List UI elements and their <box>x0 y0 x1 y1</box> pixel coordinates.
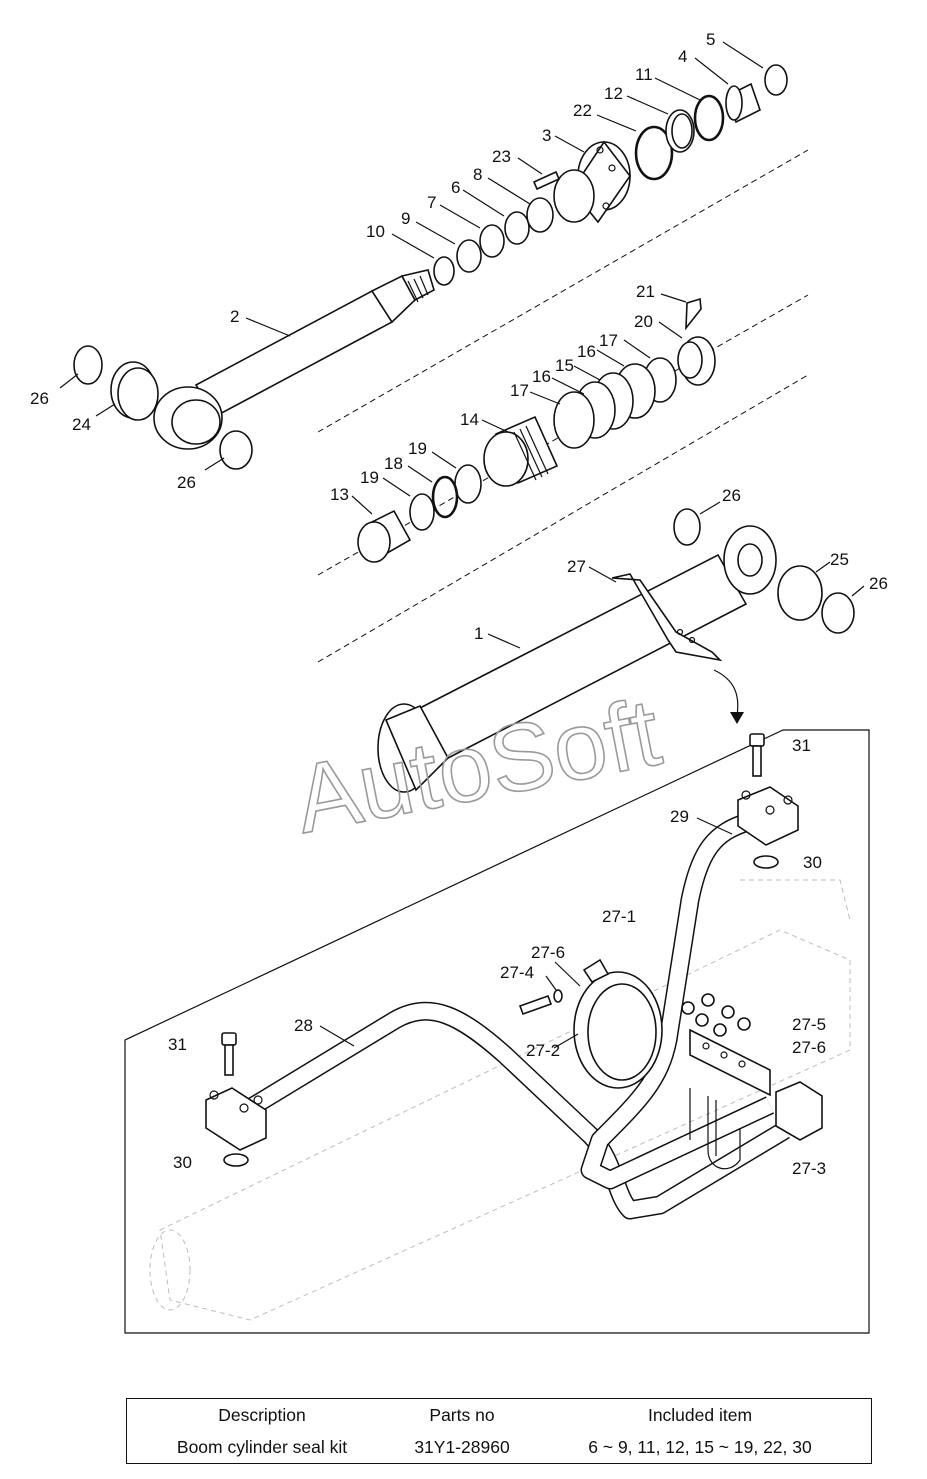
callout-15: 15 <box>555 356 574 375</box>
flange-top-right <box>737 786 799 846</box>
detail-arrow <box>713 669 739 717</box>
pipe-28 <box>245 1001 790 1220</box>
callout-31a: 31 <box>792 736 811 755</box>
callout-18: 18 <box>384 454 403 473</box>
callout-21: 21 <box>636 282 655 301</box>
cushion-ring-13 <box>357 509 412 563</box>
callout-25: 25 <box>830 550 849 569</box>
oring-11 <box>693 94 725 142</box>
callout-22: 22 <box>573 101 592 120</box>
cell-included-item: 6 ~ 9, 11, 12, 15 ~ 19, 22, 30 <box>588 1437 812 1457</box>
detail-arrowhead <box>730 712 744 724</box>
leader-lines <box>59 41 865 1049</box>
callout-2: 2 <box>230 307 239 326</box>
callout-13: 13 <box>330 485 349 504</box>
oring-22 <box>634 125 674 181</box>
rod-dust-ring-26 <box>73 345 253 470</box>
clamp-27-2 <box>573 958 663 1089</box>
ring-5 <box>764 64 788 96</box>
header-parts-no: Parts no <box>429 1405 495 1425</box>
callout-27: 27 <box>567 557 586 576</box>
seal-kit-table: Description Parts no Included item Boom … <box>126 1398 872 1464</box>
oring-30-left <box>223 1153 249 1167</box>
callout-27-3: 27-3 <box>792 1159 826 1178</box>
callout-23: 23 <box>492 147 511 166</box>
callout-6: 6 <box>451 178 460 197</box>
callout-14: 14 <box>460 410 479 429</box>
callout-7: 7 <box>427 193 436 212</box>
piston-rings-15-16-17 <box>553 357 677 449</box>
cell-description: Boom cylinder seal kit <box>176 1437 348 1457</box>
ghost-cylinder <box>149 879 851 1321</box>
bolt-31-top <box>749 733 765 777</box>
callout-26d: 26 <box>869 574 888 593</box>
callout-9: 9 <box>401 209 410 228</box>
rod-seal-rings <box>433 197 554 286</box>
callout-28: 28 <box>294 1016 313 1035</box>
callout-27-6a: 27-6 <box>531 943 565 962</box>
pipe-29 <box>580 812 775 1190</box>
piston-rod <box>153 269 435 450</box>
bushing-4 <box>725 82 761 124</box>
bolt-23 <box>532 170 561 191</box>
callout-30a: 30 <box>803 853 822 872</box>
callout-17b: 17 <box>599 331 618 350</box>
seal-kit-data-row: Boom cylinder seal kit 31Y1-28960 6 ~ 9,… <box>127 1435 871 1465</box>
callout-27-6b: 27-6 <box>792 1038 826 1057</box>
flange-block-right <box>775 1081 823 1141</box>
callout-19a: 19 <box>360 468 379 487</box>
piston-nut-20-and-set-screw-21 <box>677 297 716 386</box>
piston-14 <box>483 415 559 487</box>
callout-19b: 19 <box>408 439 427 458</box>
cylinder-tube-1 <box>377 525 777 793</box>
header-description: Description <box>218 1405 306 1425</box>
cell-parts-no: 31Y1-28960 <box>414 1437 510 1457</box>
tube-end-bushing-25-and-rings <box>673 508 855 634</box>
pipe-clamp-27 <box>611 573 723 662</box>
callout-26b: 26 <box>177 473 196 492</box>
callout-27-1: 27-1 <box>602 907 636 926</box>
header-included-item: Included item <box>647 1405 753 1425</box>
rod-cover-3 <box>553 140 631 224</box>
callout-24: 24 <box>72 415 91 434</box>
callout-10: 10 <box>366 222 385 241</box>
callout-29: 29 <box>670 807 689 826</box>
bracket-plate-27-1 <box>689 1028 771 1097</box>
callout-8: 8 <box>473 165 482 184</box>
callout-12: 12 <box>604 84 623 103</box>
callout-11: 11 <box>635 65 653 84</box>
clamp-bolt-27-4 <box>518 989 563 1016</box>
seal-kit-header-row: Description Parts no Included item <box>127 1403 871 1433</box>
callout-16b: 16 <box>577 342 596 361</box>
callout-26a: 26 <box>30 389 49 408</box>
callout-26c: 26 <box>722 486 741 505</box>
piston-seals-18-19 <box>409 464 482 531</box>
callout-4: 4 <box>678 47 687 66</box>
oring-30-top <box>753 855 779 869</box>
callout-27-4: 27-4 <box>500 963 534 982</box>
ring-12 <box>665 109 695 153</box>
callout-5: 5 <box>706 30 715 49</box>
callout-labels: 1 2 3 4 5 6 7 8 9 10 11 12 13 14 15 16 1… <box>30 30 888 1178</box>
callout-30b: 30 <box>173 1153 192 1172</box>
u-bolts-27-3 <box>689 1088 741 1170</box>
nuts-27-5-27-6 <box>681 993 751 1037</box>
bolt-31-left <box>221 1032 237 1076</box>
callout-16a: 16 <box>532 367 551 386</box>
callout-31b: 31 <box>168 1035 187 1054</box>
callout-27-2: 27-2 <box>526 1041 560 1060</box>
callout-17a: 17 <box>510 381 529 400</box>
callout-3: 3 <box>542 126 551 145</box>
callout-1: 1 <box>474 624 483 643</box>
flange-left <box>205 1087 267 1151</box>
callout-27-5: 27-5 <box>792 1015 826 1034</box>
rod-end-bushing-24 <box>110 361 159 421</box>
detail-frame <box>124 729 870 1334</box>
callout-20: 20 <box>634 312 653 331</box>
